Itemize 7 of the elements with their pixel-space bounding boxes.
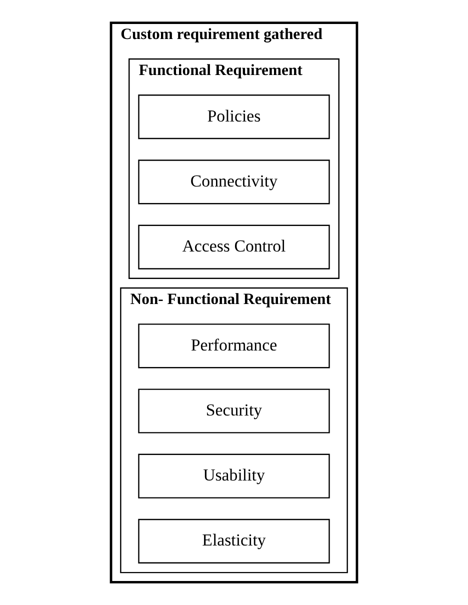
node-box: Connectivity (138, 160, 330, 204)
node-box: Access Control (138, 224, 330, 270)
node-box: Usability (138, 454, 330, 498)
node-box: Performance (138, 324, 330, 368)
node-box: Elasticity (138, 518, 330, 564)
node-box: Security (138, 388, 330, 434)
node-box: Policies (138, 94, 330, 140)
